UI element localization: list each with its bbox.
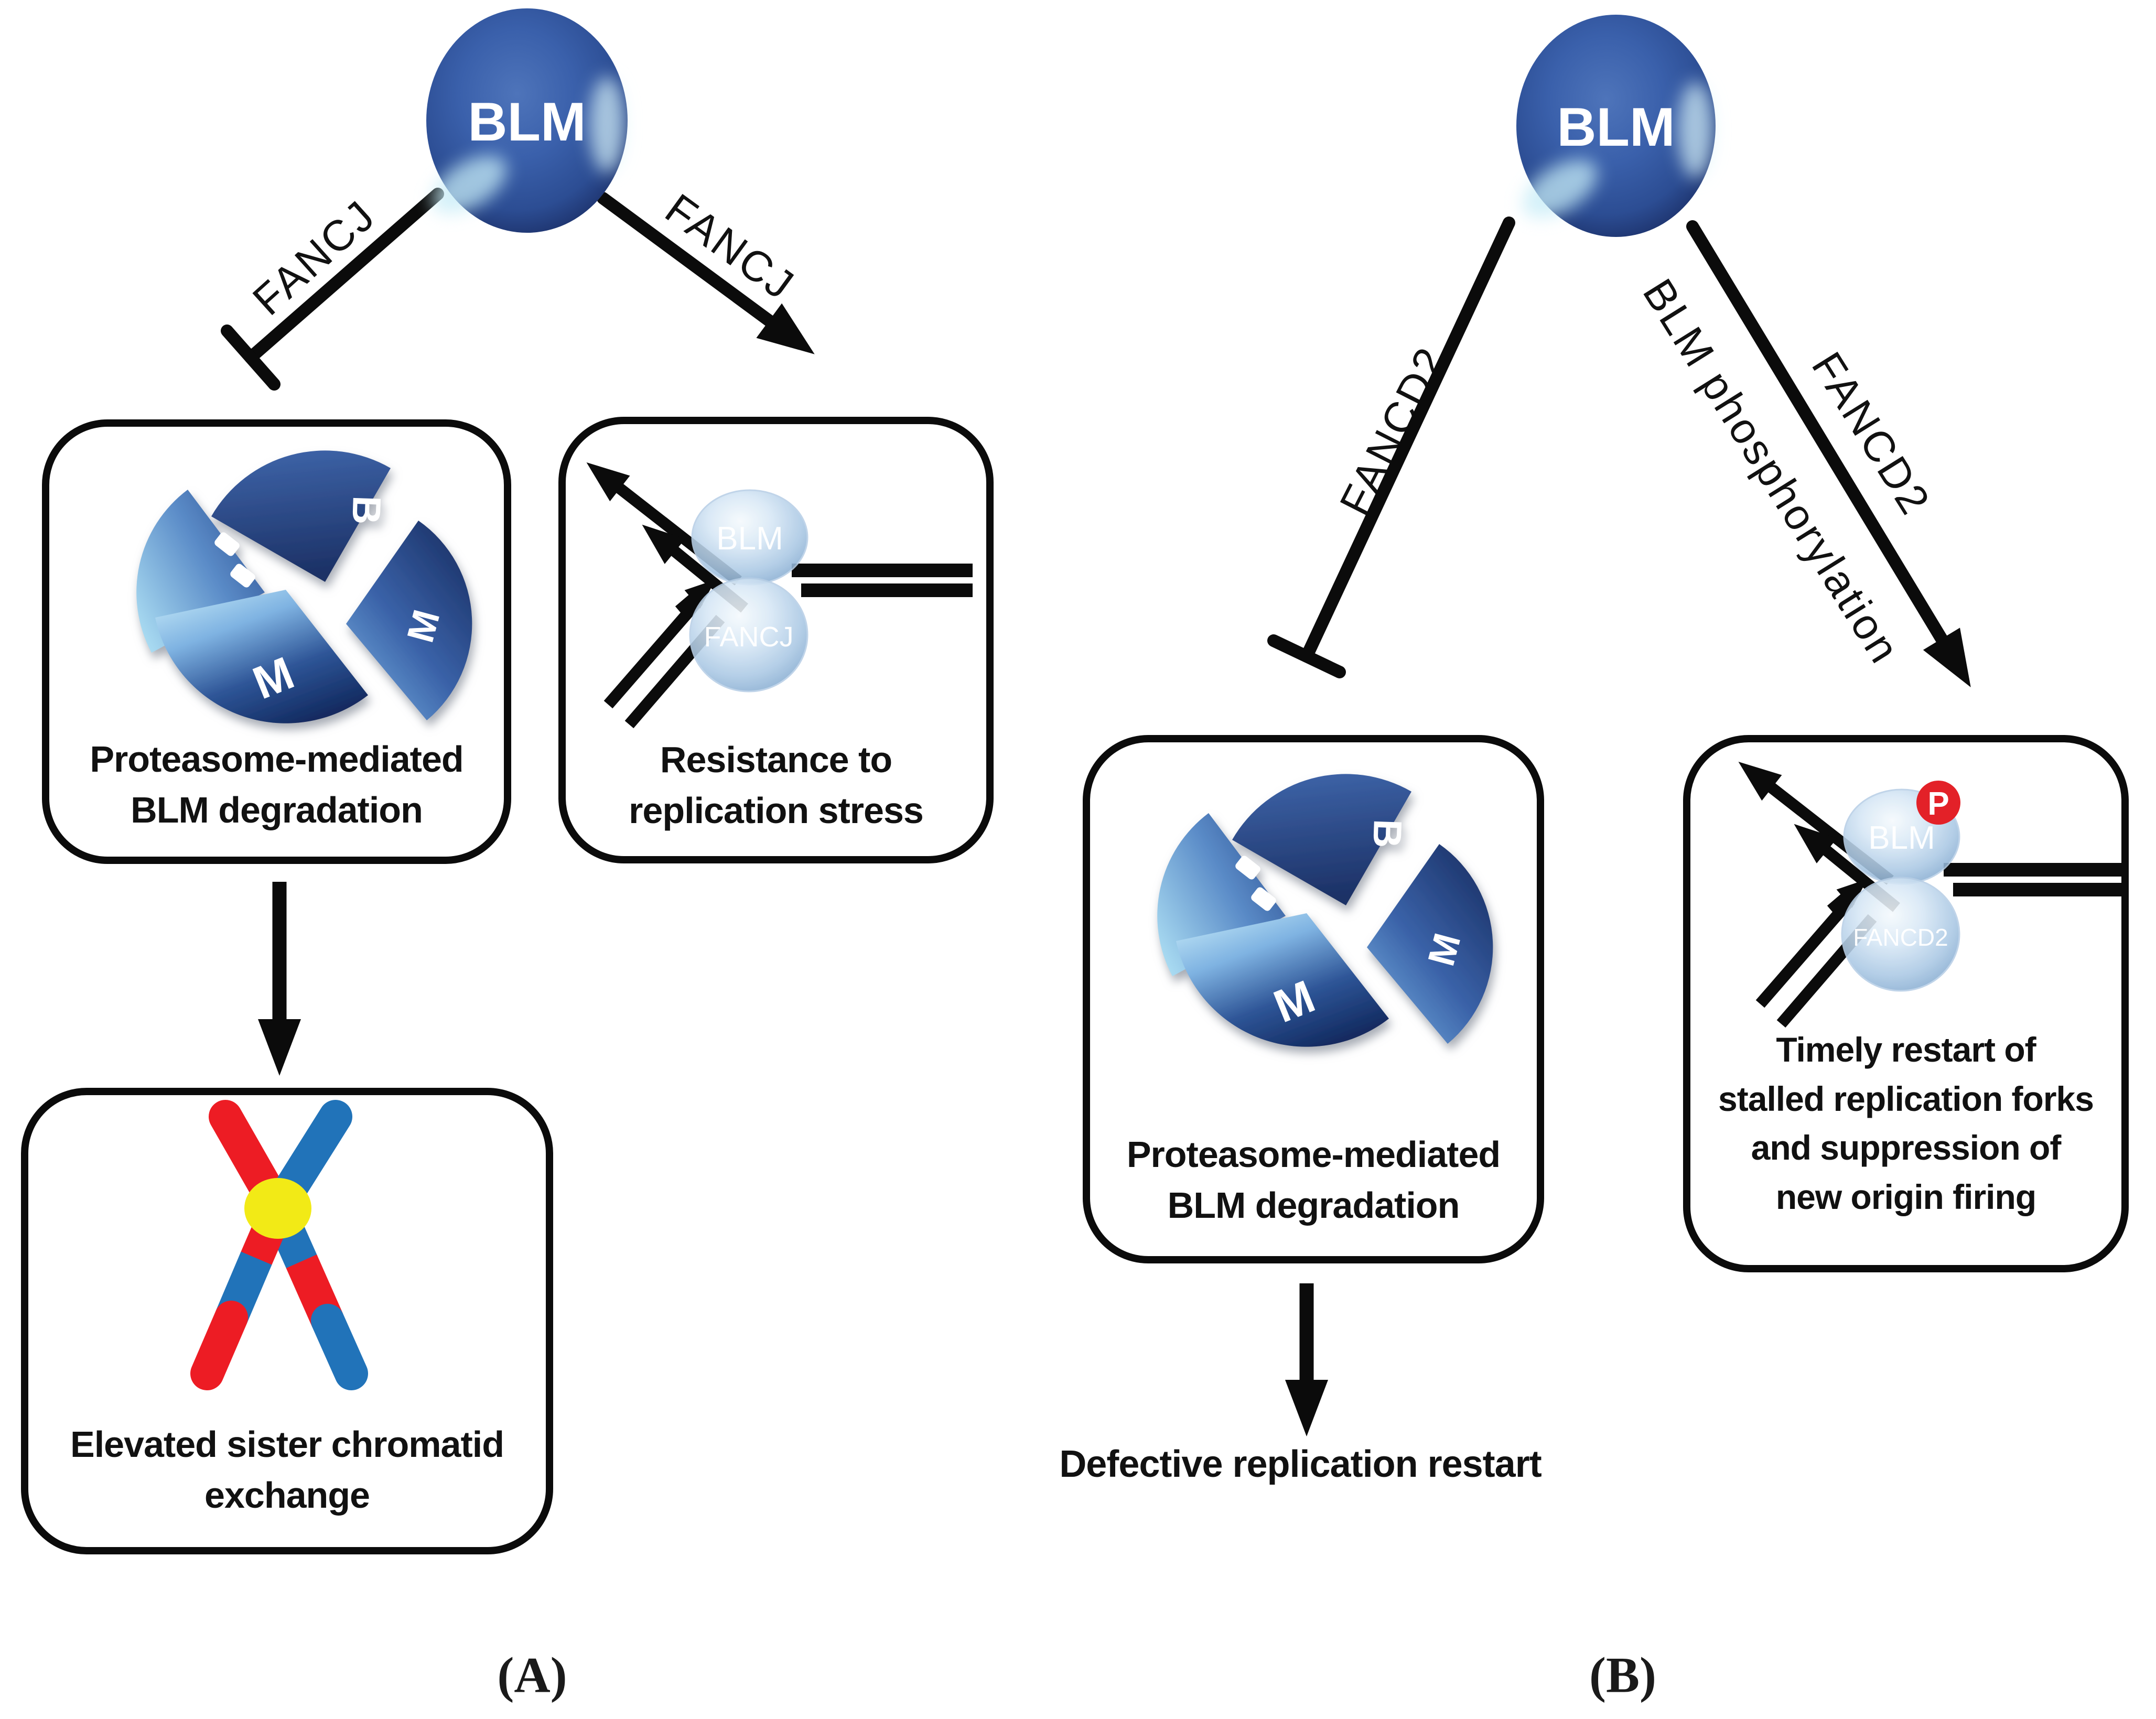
sce-box-a: Elevated sister chromatid exchange bbox=[21, 1088, 553, 1554]
defective-restart-text: Defective replication restart bbox=[1059, 1443, 1541, 1485]
degradation-caption-b: Proteasome-mediated BLM degradation bbox=[1090, 1129, 1537, 1230]
caption-line: Elevated sister chromatid bbox=[70, 1424, 504, 1465]
caption-line: BLM degradation bbox=[131, 789, 423, 830]
caption-line: new origin firing bbox=[1775, 1177, 2036, 1217]
caption-line: and suppression of bbox=[1751, 1128, 2062, 1167]
restart-caption-b: Timely restart of stalled replication fo… bbox=[1690, 1025, 2121, 1222]
caption-line: Timely restart of bbox=[1776, 1030, 2036, 1069]
blm-node-label-b: BLM bbox=[1557, 97, 1675, 158]
degradation-caption-a: Proteasome-mediated BLM degradation bbox=[49, 734, 504, 835]
caption-line: Resistance to bbox=[660, 739, 892, 780]
sce-caption-a: Elevated sister chromatid exchange bbox=[28, 1419, 546, 1520]
fancd2-activate-label-b: FANCD2 bbox=[1802, 344, 1940, 524]
t-bar-cap bbox=[221, 325, 281, 391]
restart-box-b: Timely restart of stalled replication fo… bbox=[1683, 735, 2129, 1272]
resistance-box-a: Resistance to replication stress bbox=[558, 417, 994, 863]
caption-line: BLM degradation bbox=[1167, 1184, 1460, 1226]
blm-node-label-a: BLM bbox=[468, 92, 586, 153]
panel-a-tag: (A) bbox=[497, 1647, 567, 1703]
fancd2-inhibit-label-b: FANCD2 bbox=[1331, 339, 1456, 523]
degradation-box-a: Proteasome-mediated BLM degradation bbox=[42, 419, 511, 864]
caption-line: replication stress bbox=[629, 790, 924, 831]
degradation-box-b: Proteasome-mediated BLM degradation bbox=[1083, 735, 1544, 1263]
t-bar-cap bbox=[1267, 634, 1346, 678]
blm-node-b: BLM bbox=[1516, 15, 1716, 237]
caption-line: exchange bbox=[204, 1474, 370, 1516]
fancj-inhibit-label-a: FANCJ bbox=[244, 191, 385, 325]
caption-line: Proteasome-mediated bbox=[90, 739, 463, 780]
caption-line: stalled replication forks bbox=[1718, 1079, 2094, 1118]
panel-b-tag: (B) bbox=[1589, 1647, 1656, 1703]
caption-line: Proteasome-mediated bbox=[1126, 1134, 1501, 1175]
blm-node-a: BLM bbox=[426, 8, 628, 233]
resistance-caption-a: Resistance to replication stress bbox=[566, 734, 986, 836]
fancj-activate-label-a: FANCJ bbox=[656, 185, 804, 310]
